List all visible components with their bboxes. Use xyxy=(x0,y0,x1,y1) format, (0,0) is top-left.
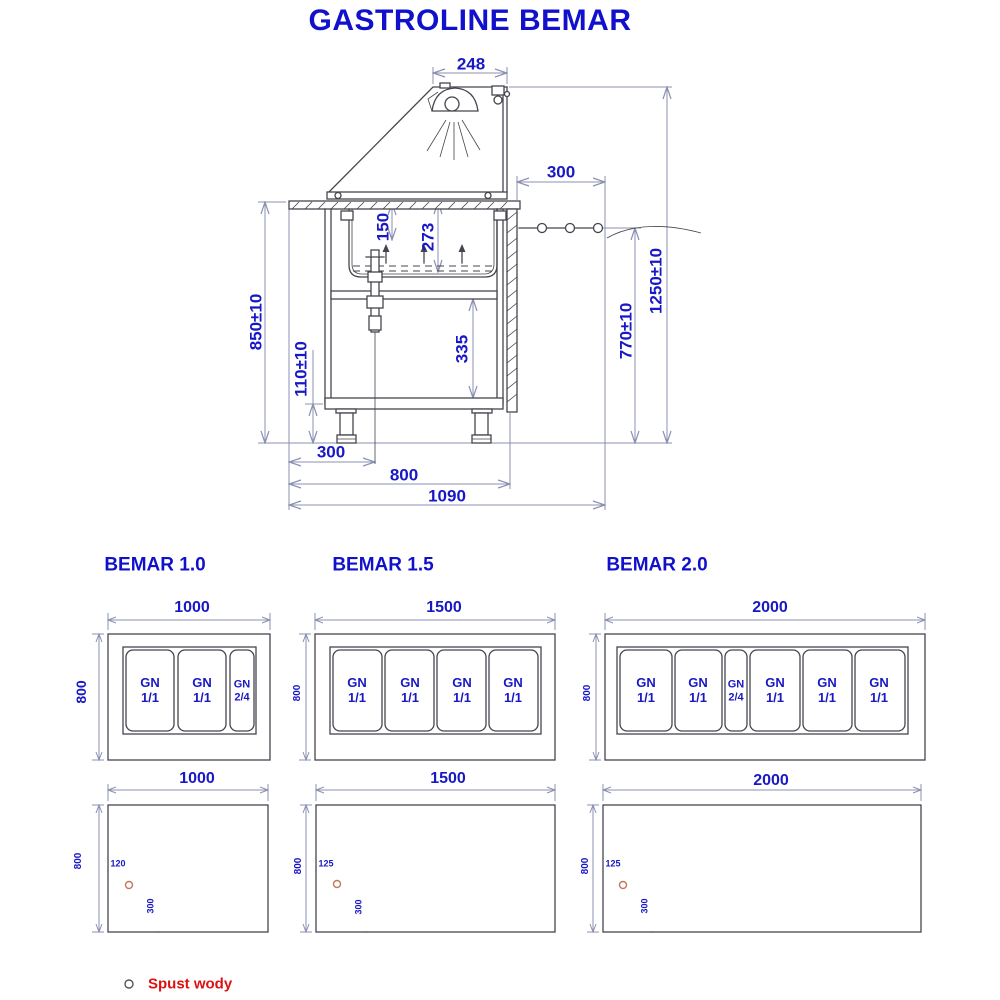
lamp xyxy=(426,82,481,160)
dim-model-depth: 800 xyxy=(582,684,593,702)
dim-model-width: 2000 xyxy=(752,599,788,616)
water-drain-mark xyxy=(332,879,342,889)
bemar-10-top-view xyxy=(92,613,270,760)
dim-worktop-height: 850±10 xyxy=(246,293,266,351)
dim-drain-from-side: 125 xyxy=(605,858,621,869)
dim-drain-from-side: 125 xyxy=(318,858,334,869)
bemar-10-bottom-view xyxy=(92,784,268,932)
dim-leg-height: 110±10 xyxy=(291,341,311,397)
drain-pipe xyxy=(365,249,385,464)
legs xyxy=(336,412,492,444)
bemar-20-top-view xyxy=(589,613,925,760)
cabinet-body xyxy=(324,208,518,414)
side-view-dimension-lines xyxy=(258,67,672,510)
dim-bottom-width: 2000 xyxy=(753,772,789,789)
water-drain-mark xyxy=(618,880,628,890)
dim-bottom-width: 1000 xyxy=(179,770,215,787)
dim-cabinet-inner-height: 335 xyxy=(452,334,472,364)
side-view xyxy=(258,67,702,510)
dim-model-width: 1000 xyxy=(174,599,210,616)
dim-bottom-depth: 800 xyxy=(580,857,591,875)
dim-bottom-depth: 800 xyxy=(73,852,84,870)
dim-drain-from-front: 300 xyxy=(145,898,156,914)
legend-drain-icon xyxy=(124,979,134,989)
model-title-bemar-20: BEMAR 2.0 xyxy=(606,554,708,576)
dim-drain-from-side: 120 xyxy=(110,858,126,869)
page-title: GASTROLINE BEMAR xyxy=(308,4,632,37)
dim-model-depth: 800 xyxy=(292,684,303,702)
bemar-15-top-view xyxy=(299,613,555,760)
dim-shelf-width: 300 xyxy=(546,162,576,182)
dim-body-depth: 800 xyxy=(389,465,419,485)
dim-total-depth: 1090 xyxy=(428,486,466,506)
dim-drain-from-front: 300 xyxy=(639,898,650,914)
model-title-bemar-15: BEMAR 1.5 xyxy=(332,554,434,576)
dim-total-height: 1250±10 xyxy=(646,247,666,315)
dim-bottom-depth: 800 xyxy=(293,857,304,875)
worktop xyxy=(288,200,521,210)
water-drain-mark xyxy=(124,880,134,890)
dim-drain-from-front: 300 xyxy=(353,899,364,915)
heat-arrows xyxy=(382,244,466,264)
dim-shelf-height: 770±10 xyxy=(616,302,636,360)
canopy-glass xyxy=(326,86,508,200)
dim-bottom-width: 1500 xyxy=(430,770,466,787)
dim-canopy-width: 248 xyxy=(456,54,486,74)
water-bath xyxy=(340,208,507,278)
bemar-15-bottom-view xyxy=(300,784,555,932)
canopy-hinge xyxy=(491,85,511,105)
dim-model-depth: 800 xyxy=(73,680,89,704)
dim-drain-offset: 300 xyxy=(316,442,346,462)
dim-pan-depth: 150 xyxy=(373,212,393,242)
legend-drain-label: Spust wody xyxy=(148,975,233,993)
model-title-bemar-10: BEMAR 1.0 xyxy=(104,554,206,576)
dim-model-width: 1500 xyxy=(426,599,462,616)
tray-rail xyxy=(518,222,702,239)
dim-basin-depth: 273 xyxy=(418,222,438,252)
bemar-20-bottom-view xyxy=(587,784,921,932)
